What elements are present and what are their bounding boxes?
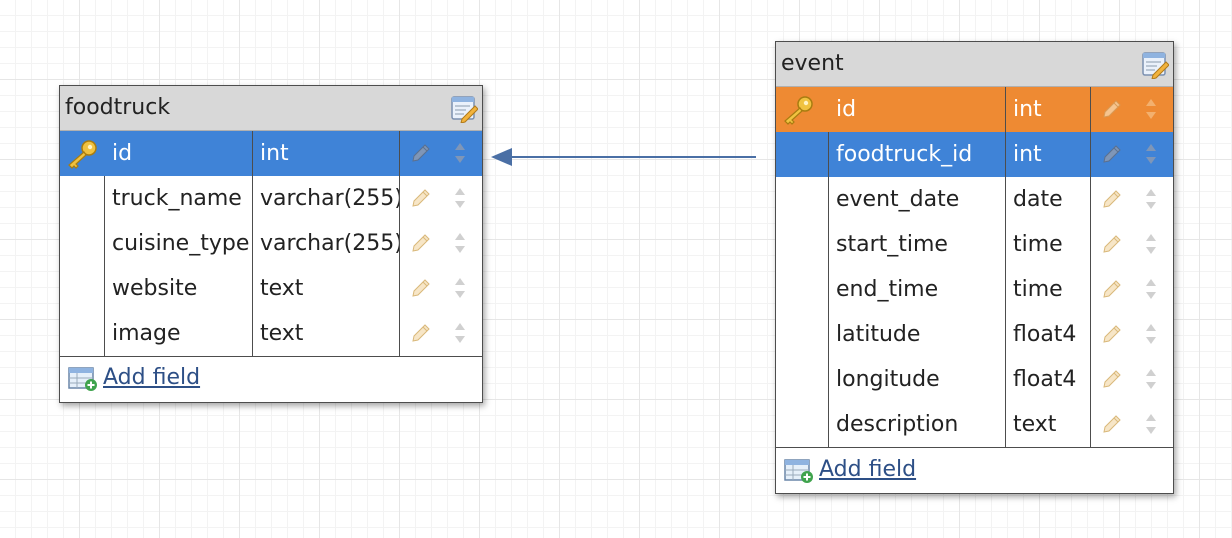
updown-arrows-icon[interactable]	[1144, 95, 1158, 123]
table-row[interactable]: truck_name varchar(255)	[60, 176, 482, 222]
edit-table-icon[interactable]	[450, 95, 478, 123]
pencil-icon[interactable]	[1101, 321, 1125, 345]
updown-arrows-icon[interactable]	[1144, 275, 1158, 303]
pencil-icon[interactable]	[1101, 411, 1125, 435]
pencil-icon[interactable]	[1101, 276, 1125, 300]
table-event[interactable]: event id int	[775, 41, 1174, 494]
table-header[interactable]: event	[776, 42, 1173, 87]
column-name[interactable]: longitude	[829, 357, 1006, 402]
row-marker[interactable]	[776, 177, 829, 222]
updown-arrows-icon[interactable]	[453, 229, 467, 257]
pencil-icon[interactable]	[1101, 186, 1125, 210]
table-row[interactable]: event_date date	[776, 177, 1173, 223]
table-row[interactable]: id int	[60, 131, 482, 177]
column-name[interactable]: description	[829, 402, 1006, 447]
row-marker[interactable]	[60, 311, 105, 356]
updown-arrows-icon[interactable]	[1144, 320, 1158, 348]
table-row[interactable]: latitude float4	[776, 312, 1173, 358]
table-row[interactable]: end_time time	[776, 267, 1173, 313]
relation-arrowhead	[491, 148, 512, 166]
updown-arrows-icon[interactable]	[1144, 410, 1158, 438]
table-row[interactable]: website text	[60, 266, 482, 312]
pencil-icon[interactable]	[1101, 366, 1125, 390]
table-header[interactable]: foodtruck	[60, 86, 482, 131]
column-type[interactable]: text	[253, 266, 400, 311]
column-name[interactable]: cuisine_type	[105, 221, 253, 266]
row-marker[interactable]	[60, 266, 105, 311]
column-type[interactable]: int	[253, 131, 400, 176]
pencil-icon[interactable]	[410, 320, 434, 344]
table-title: event	[781, 51, 844, 76]
table-row[interactable]: start_time time	[776, 222, 1173, 268]
column-type[interactable]: varchar(255)	[253, 221, 400, 266]
table-row[interactable]: foodtruck_id int	[776, 132, 1173, 178]
column-type[interactable]: float4	[1006, 357, 1091, 402]
pencil-icon[interactable]	[410, 275, 434, 299]
column-type[interactable]: varchar(255)	[253, 176, 400, 221]
edit-table-icon[interactable]	[1141, 51, 1169, 79]
updown-arrows-icon[interactable]	[453, 184, 467, 212]
column-name[interactable]: truck_name	[105, 176, 253, 221]
column-type[interactable]: text	[253, 311, 400, 356]
add-field-icon[interactable]	[68, 366, 98, 392]
table-row[interactable]: image text	[60, 311, 482, 357]
updown-arrows-icon[interactable]	[1144, 230, 1158, 258]
column-name[interactable]: website	[105, 266, 253, 311]
pencil-icon[interactable]	[410, 185, 434, 209]
key-icon	[784, 96, 813, 125]
pencil-icon[interactable]	[410, 140, 434, 164]
column-name[interactable]: latitude	[829, 312, 1006, 357]
pencil-icon[interactable]	[1101, 141, 1125, 165]
row-marker[interactable]	[776, 267, 829, 312]
row-marker[interactable]	[776, 312, 829, 357]
column-type[interactable]: int	[1006, 132, 1091, 177]
table-row[interactable]: cuisine_type varchar(255)	[60, 221, 482, 267]
pencil-icon[interactable]	[1101, 96, 1125, 120]
column-type[interactable]: date	[1006, 177, 1091, 222]
table-title: foodtruck	[65, 95, 171, 120]
add-field-link[interactable]: Add field	[103, 365, 201, 390]
row-marker[interactable]	[60, 221, 105, 266]
column-name[interactable]: image	[105, 311, 253, 356]
table-row[interactable]: description text	[776, 402, 1173, 448]
column-name[interactable]: event_date	[829, 177, 1006, 222]
table-row[interactable]: longitude float4	[776, 357, 1173, 403]
pencil-icon[interactable]	[410, 230, 434, 254]
row-marker[interactable]	[776, 402, 829, 447]
updown-arrows-icon[interactable]	[1144, 140, 1158, 168]
column-type[interactable]: time	[1006, 267, 1091, 312]
column-type[interactable]: text	[1006, 402, 1091, 447]
add-field-icon[interactable]	[784, 458, 814, 484]
table-row[interactable]: id int	[776, 87, 1173, 133]
updown-arrows-icon[interactable]	[453, 139, 467, 167]
row-marker[interactable]	[776, 222, 829, 267]
column-name[interactable]: id	[105, 131, 253, 176]
column-name[interactable]: end_time	[829, 267, 1006, 312]
column-name[interactable]: id	[829, 87, 1006, 132]
table-footer: Add field	[60, 356, 482, 402]
add-field-link[interactable]: Add field	[819, 457, 917, 482]
column-type[interactable]: time	[1006, 222, 1091, 267]
updown-arrows-icon[interactable]	[1144, 185, 1158, 213]
column-type[interactable]: int	[1006, 87, 1091, 132]
table-footer: Add field	[776, 448, 1173, 493]
column-name[interactable]: start_time	[829, 222, 1006, 267]
updown-arrows-icon[interactable]	[1144, 365, 1158, 393]
column-type[interactable]: float4	[1006, 312, 1091, 357]
row-marker[interactable]	[60, 176, 105, 221]
row-marker[interactable]	[776, 132, 829, 177]
row-marker[interactable]	[776, 357, 829, 402]
column-name[interactable]: foodtruck_id	[829, 132, 1006, 177]
pencil-icon[interactable]	[1101, 231, 1125, 255]
table-foodtruck[interactable]: foodtruck id int	[59, 85, 483, 403]
updown-arrows-icon[interactable]	[453, 319, 467, 347]
key-icon	[68, 140, 97, 169]
updown-arrows-icon[interactable]	[453, 274, 467, 302]
